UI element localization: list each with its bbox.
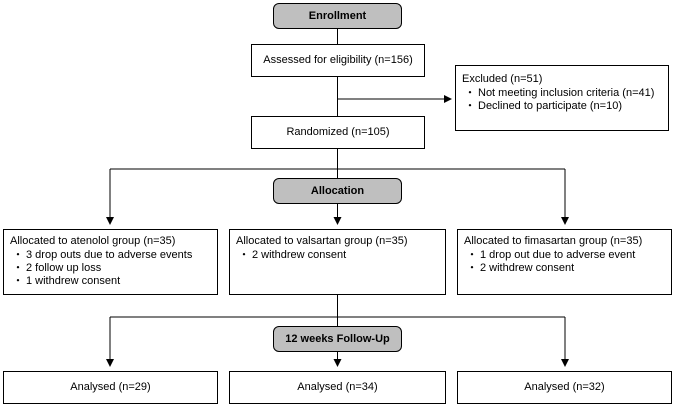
bullet: ・ xyxy=(466,262,478,274)
bullet: ・ xyxy=(238,249,250,261)
group-event-item: ・2 withdrew consent xyxy=(236,249,439,262)
analysed-box-fimasartan: Analysed (n=32) xyxy=(457,371,672,404)
group-title: Allocated to valsartan group (n=35) xyxy=(236,235,408,247)
stage-allocation: Allocation xyxy=(273,178,402,204)
group-event-item: ・3 drop outs due to adverse events xyxy=(10,249,211,262)
bullet: ・ xyxy=(12,249,24,261)
group-event-text: 3 drop outs due to adverse events xyxy=(26,249,193,261)
analysed-box-atenolol: Analysed (n=29) xyxy=(3,371,218,404)
group-event-text: 2 follow up loss xyxy=(26,262,102,274)
group-title: Allocated to fimasartan group (n=35) xyxy=(464,235,643,247)
stage-followup: 12 weeks Follow-Up xyxy=(273,326,402,352)
group-event-text: 2 withdrew consent xyxy=(480,262,575,274)
excluded-item-text: Declined to participate (n=10) xyxy=(478,100,622,112)
group-event-text: 1 drop out due to adverse event xyxy=(480,249,636,261)
bullet: ・ xyxy=(466,249,478,261)
group-event-text: 2 withdrew consent xyxy=(252,249,347,261)
group-event-text: 1 withdrew consent xyxy=(26,275,121,287)
group-title: Allocated to atenolol group (n=35) xyxy=(10,235,176,247)
group-events-list: ・2 withdrew consent xyxy=(236,249,439,262)
bullet: ・ xyxy=(12,262,24,274)
excluded-item: ・Declined to participate (n=10) xyxy=(462,100,662,113)
randomized-box: Randomized (n=105) xyxy=(251,116,425,149)
group-event-item: ・1 drop out due to adverse event xyxy=(464,249,665,262)
excluded-list: ・Not meeting inclusion criteria (n=41) ・… xyxy=(462,87,662,113)
excluded-box: Excluded (n=51) ・Not meeting inclusion c… xyxy=(455,65,669,131)
analysed-label: Analysed (n=34) xyxy=(297,381,378,393)
bullet: ・ xyxy=(464,100,476,112)
group-event-item: ・2 withdrew consent xyxy=(464,262,665,275)
bullet: ・ xyxy=(12,275,24,287)
group-events-list: ・1 drop out due to adverse event ・2 with… xyxy=(464,249,665,275)
group-box-atenolol: Allocated to atenolol group (n=35) ・3 dr… xyxy=(3,229,218,295)
analysed-box-valsartan: Analysed (n=34) xyxy=(229,371,446,404)
stage-followup-label: 12 weeks Follow-Up xyxy=(285,332,390,345)
analysed-label: Analysed (n=29) xyxy=(70,381,151,393)
group-event-item: ・2 follow up loss xyxy=(10,262,211,275)
excluded-item-text: Not meeting inclusion criteria (n=41) xyxy=(478,87,655,99)
group-events-list: ・3 drop outs due to adverse events ・2 fo… xyxy=(10,249,211,288)
stage-enrollment-label: Enrollment xyxy=(308,9,367,22)
group-box-fimasartan: Allocated to fimasartan group (n=35) ・1 … xyxy=(457,229,672,295)
assessed-box: Assessed for eligibility (n=156) xyxy=(251,44,425,77)
excluded-item: ・Not meeting inclusion criteria (n=41) xyxy=(462,87,662,100)
group-event-item: ・1 withdrew consent xyxy=(10,275,211,288)
randomized-label: Randomized (n=105) xyxy=(286,126,390,138)
group-box-valsartan: Allocated to valsartan group (n=35) ・2 w… xyxy=(229,229,446,295)
assessed-label: Assessed for eligibility (n=156) xyxy=(263,54,413,66)
stage-allocation-label: Allocation xyxy=(310,184,365,197)
analysed-label: Analysed (n=32) xyxy=(524,381,605,393)
stage-enrollment: Enrollment xyxy=(273,3,402,29)
excluded-title: Excluded (n=51) xyxy=(462,73,543,85)
bullet: ・ xyxy=(464,87,476,99)
